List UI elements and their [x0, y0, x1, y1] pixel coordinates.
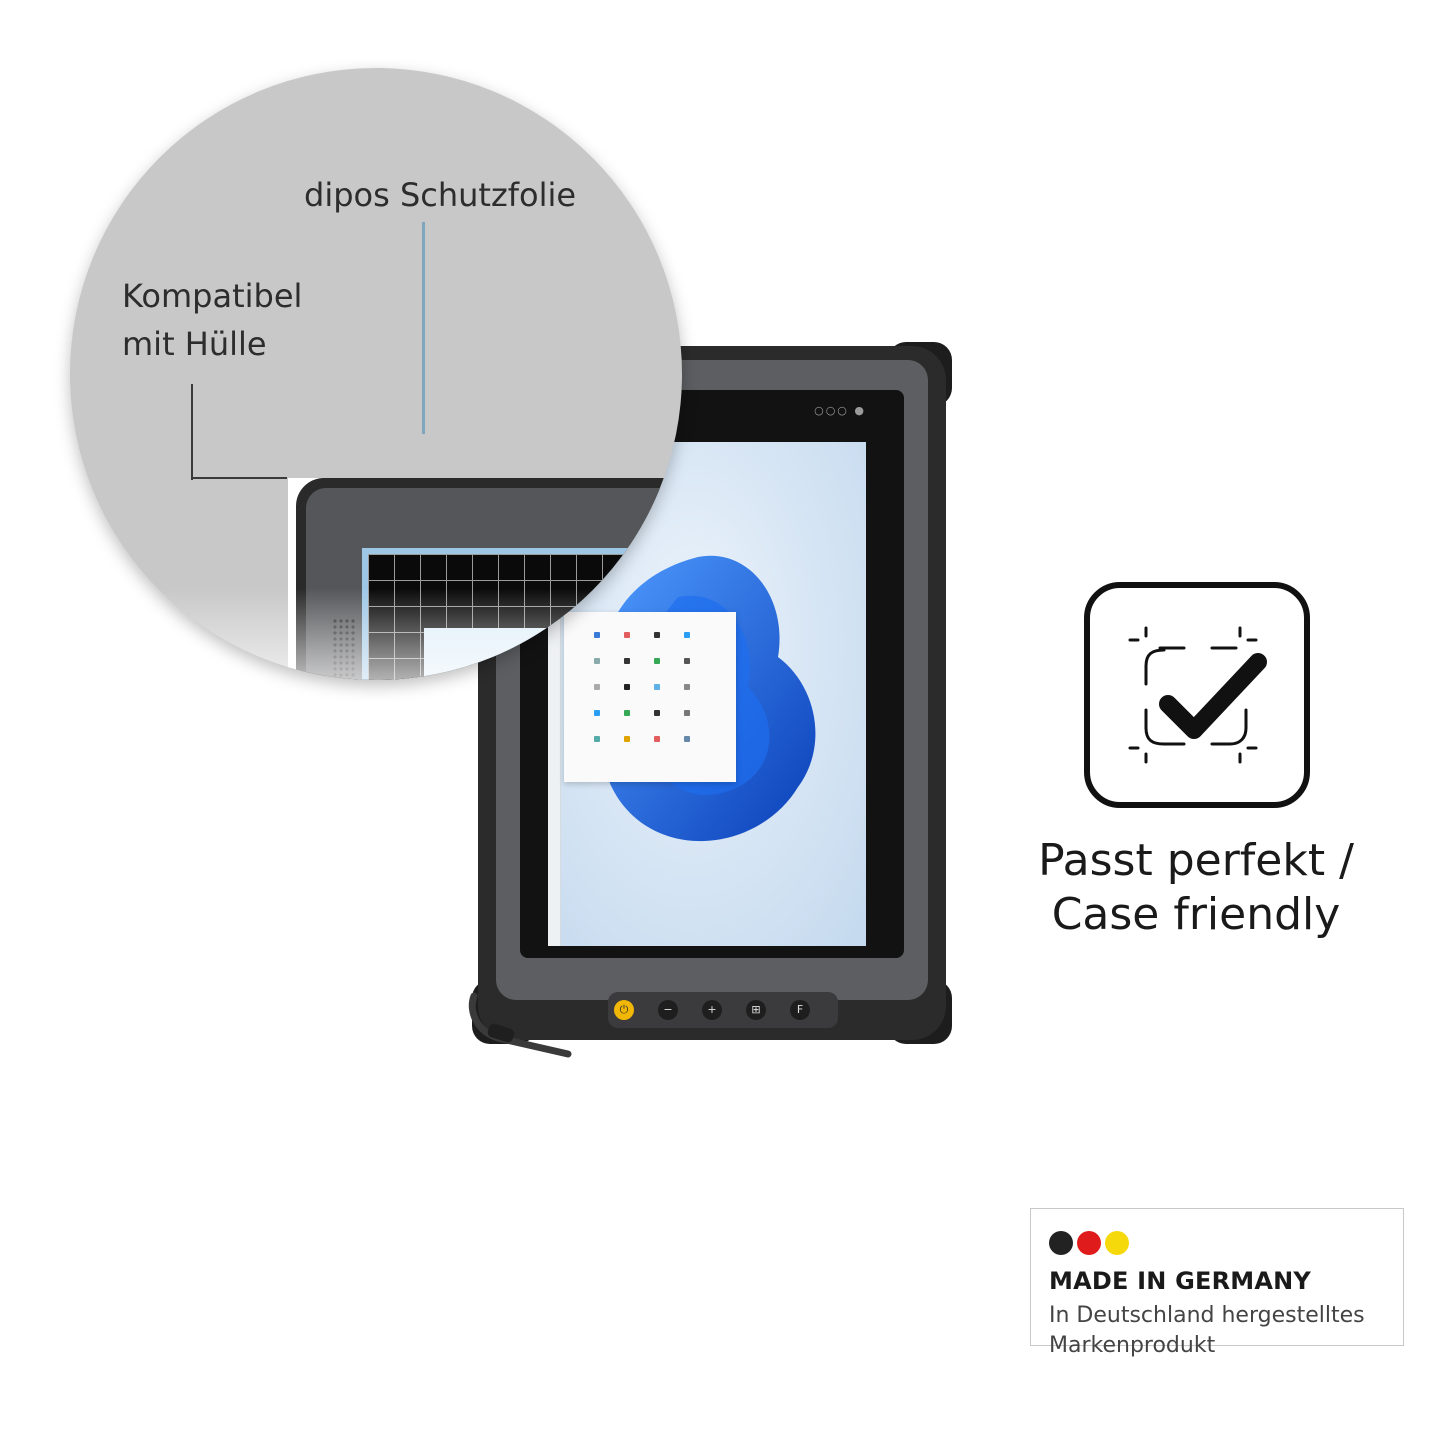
feature-label: Passt perfekt / Case friendly	[1010, 834, 1382, 942]
zoom-fade	[70, 588, 682, 680]
compat-pointer-line-vertical	[191, 384, 193, 480]
windows-button[interactable]: ⊞	[746, 1000, 766, 1020]
red-dot-icon	[1077, 1231, 1101, 1255]
made-in-germany-badge: MADE IN GERMANY In Deutschland hergestel…	[1030, 1208, 1404, 1358]
camera-sensors-icon: ○○○ ●	[814, 404, 866, 417]
badge-description: In Deutschland hergestelltes Markenprodu…	[1049, 1301, 1365, 1361]
black-dot-icon	[1049, 1231, 1073, 1255]
zoom-detail-circle	[70, 68, 682, 680]
badge-line2: Markenprodukt	[1049, 1333, 1216, 1358]
hardware-button-row: ⏻ − + ⊞ F	[608, 992, 838, 1028]
feature-label-line2: Case friendly	[1051, 889, 1341, 940]
compat-label-line1: Kompatibel	[122, 277, 303, 315]
film-pointer-line	[422, 222, 425, 434]
yellow-dot-icon	[1105, 1231, 1129, 1255]
compat-label-line2: mit Hülle	[122, 325, 267, 363]
film-label: dipos Schutzfolie	[304, 176, 577, 214]
power-button[interactable]: ⏻	[614, 1000, 634, 1020]
volume-up-button[interactable]: +	[702, 1000, 722, 1020]
checkmark-in-frame-icon	[1084, 582, 1310, 808]
german-flag-dots	[1049, 1231, 1133, 1259]
badge-line1: In Deutschland hergestelltes	[1049, 1303, 1365, 1328]
function-button[interactable]: F	[790, 1000, 810, 1020]
compat-pointer-line-horizontal	[191, 477, 287, 479]
volume-down-button[interactable]: −	[658, 1000, 678, 1020]
feature-label-line1: Passt perfekt /	[1038, 835, 1354, 886]
badge-title: MADE IN GERMANY	[1049, 1267, 1311, 1295]
stylus-tether-icon	[468, 992, 572, 1058]
compat-label: Kompatibel mit Hülle	[122, 272, 302, 368]
